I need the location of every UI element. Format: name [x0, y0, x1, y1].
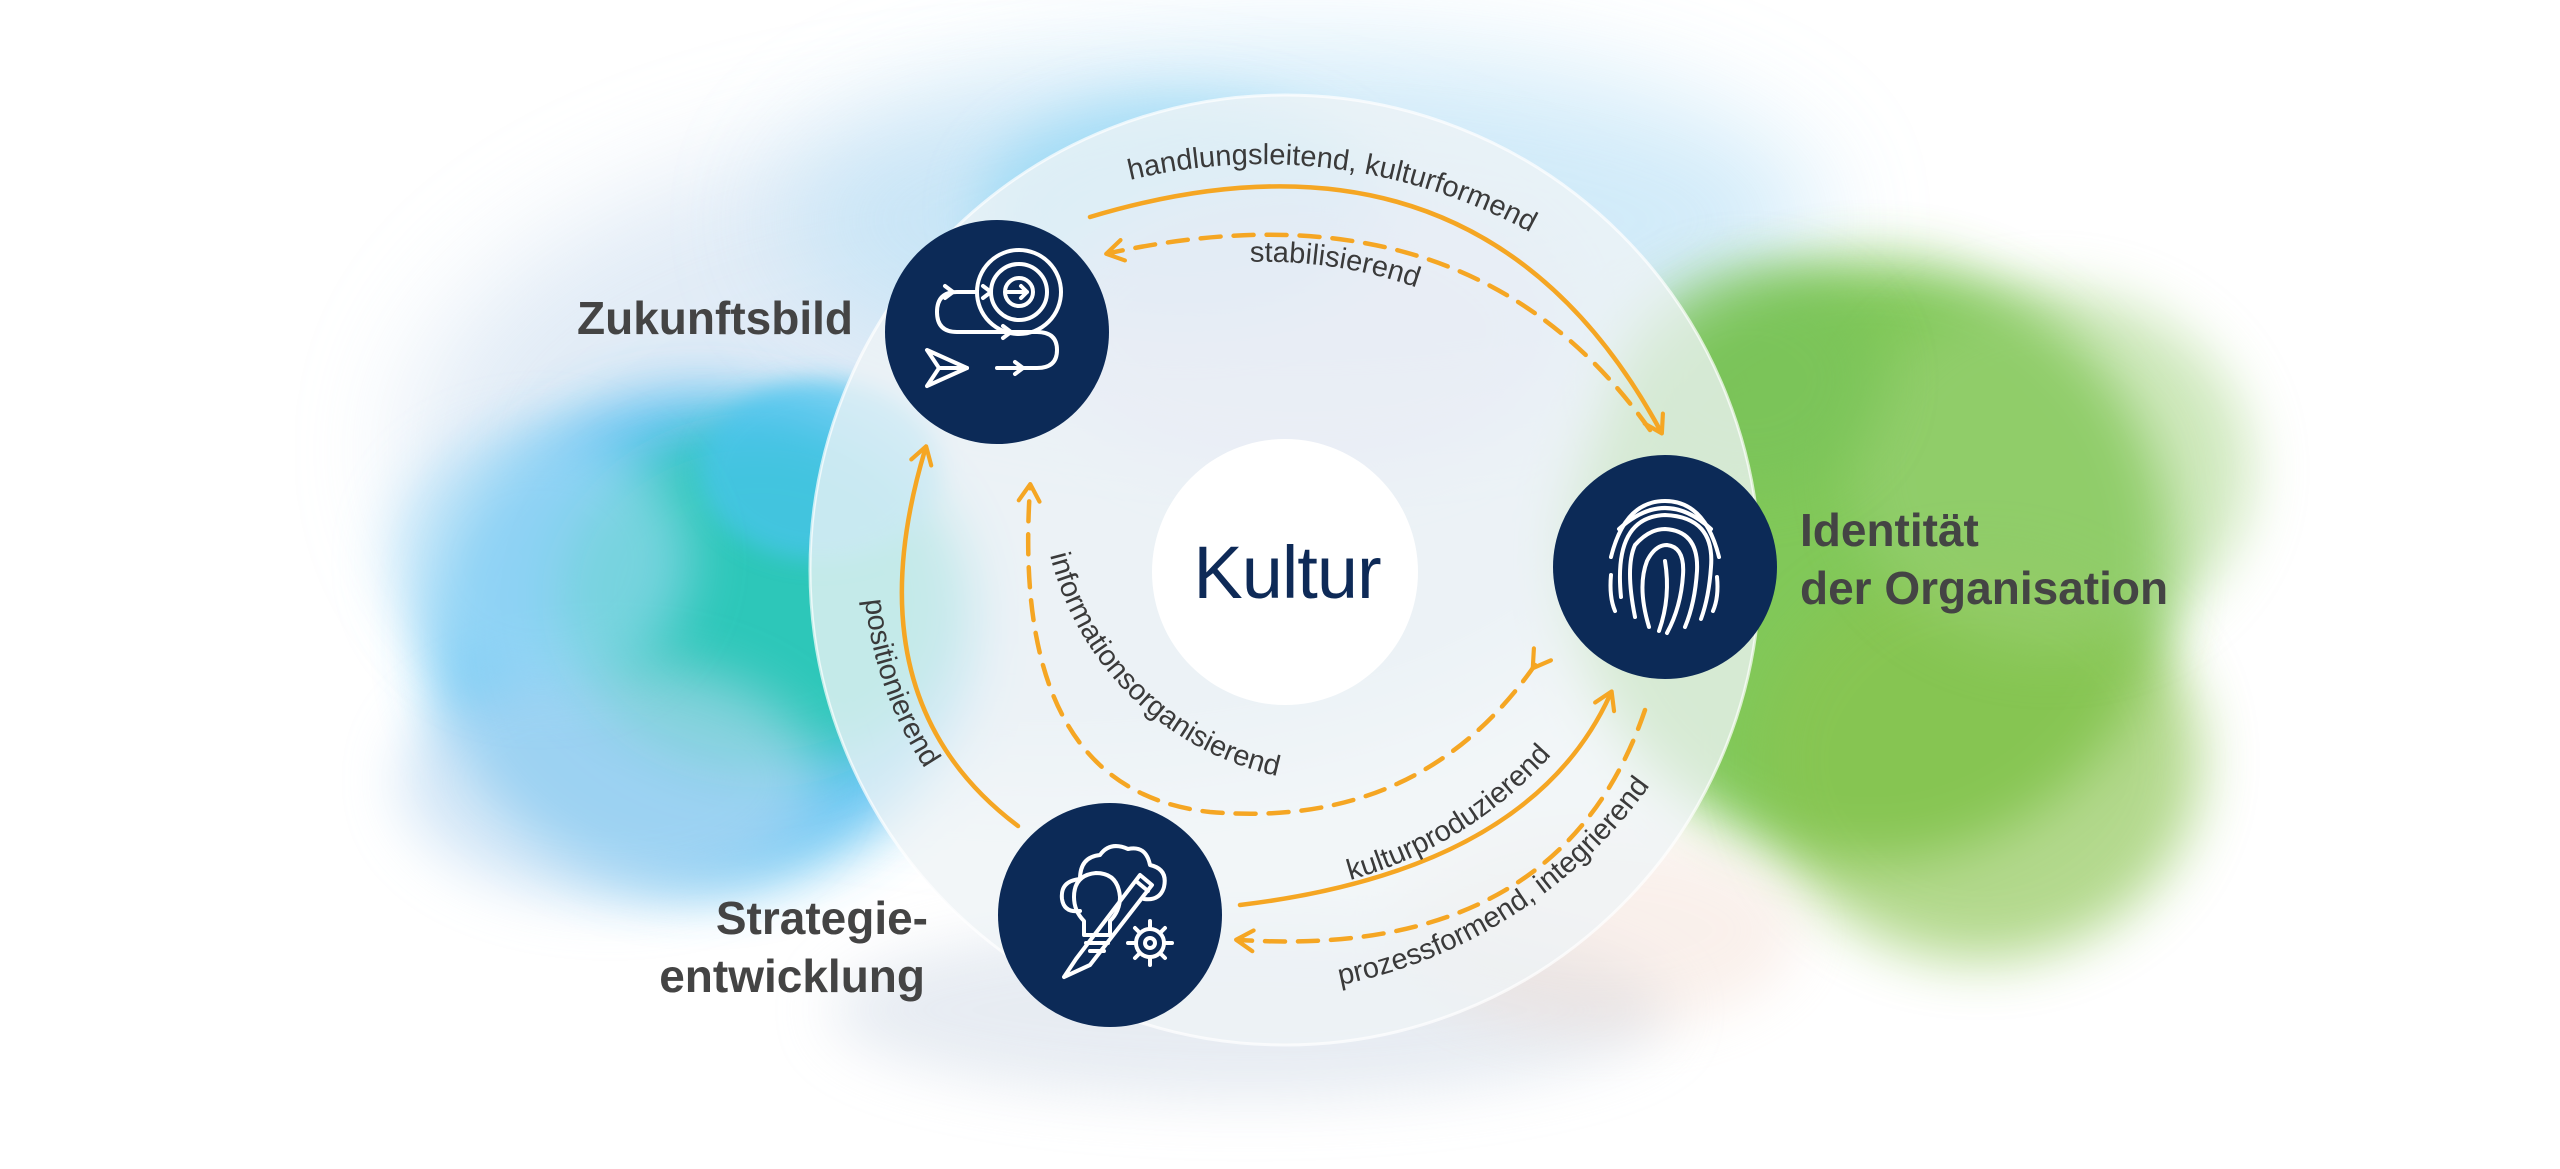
- arrow-positionierend: [899, 444, 1021, 829]
- label-strategie-line1: Strategie-: [716, 892, 928, 944]
- label-identitaet-line1: Identität: [1800, 504, 1979, 556]
- node-identitaet: [1553, 455, 1777, 679]
- arrow-prozessformend: [1234, 707, 1648, 954]
- arrow-stabilisierend: [1104, 232, 1653, 433]
- center-circle: Kultur: [1152, 439, 1418, 705]
- target-path-icon: [925, 248, 1063, 388]
- label-zukunftsbild: Zukunftsbild: [577, 292, 853, 344]
- node-labels: Zukunftsbild Identität der Organisation …: [577, 292, 2168, 1002]
- label-identitaet-line2: der Organisation: [1800, 562, 2168, 614]
- arrow-kulturproduzierend: [1237, 689, 1617, 908]
- fingerprint-icon: [1608, 499, 1721, 635]
- arrow-handlungsleitend: [1087, 184, 1665, 436]
- arrow-informationsorganisierend: [1016, 482, 1554, 817]
- node-strategie: [998, 803, 1222, 1027]
- node-zukunftsbild: [885, 220, 1109, 444]
- label-strategie-line2: entwicklung: [659, 950, 925, 1002]
- center-label: Kultur: [1193, 531, 1381, 614]
- arrows: [899, 184, 1665, 954]
- lightbulb-gear-icon: [1059, 844, 1174, 979]
